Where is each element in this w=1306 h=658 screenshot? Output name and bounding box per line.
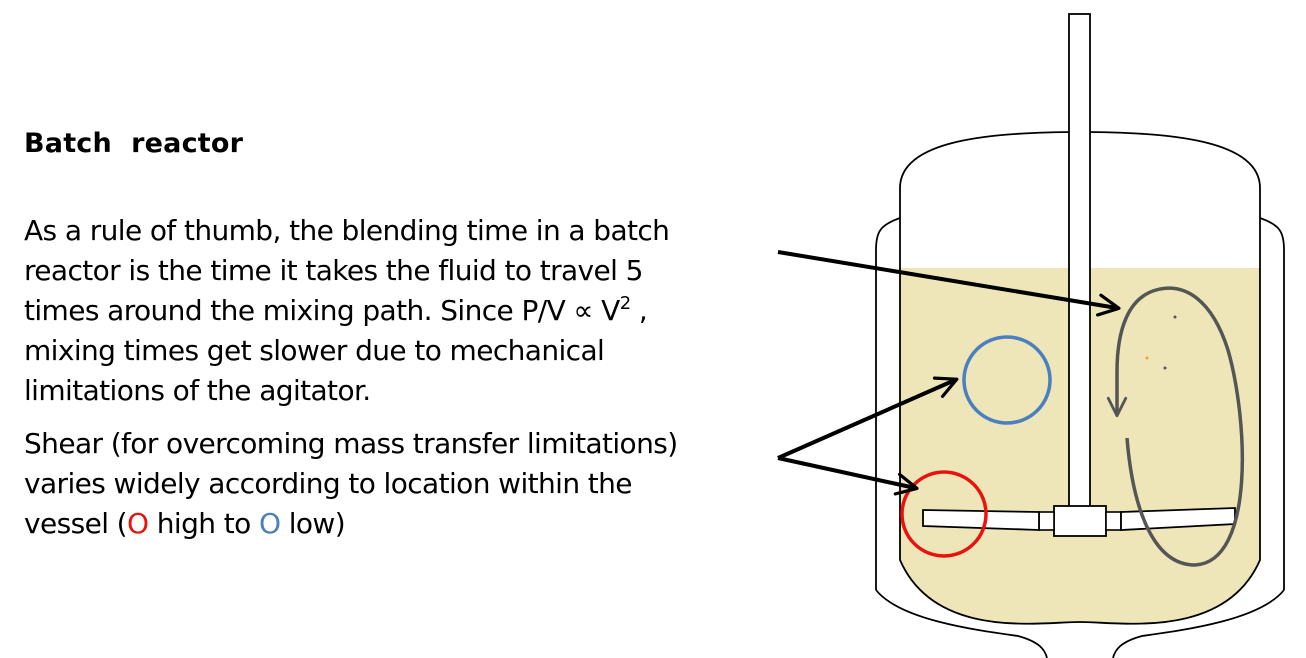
paragraph-line: As a rule of thumb, the blending time in… bbox=[24, 214, 670, 247]
high-shear-callout-arrow bbox=[777, 456, 919, 496]
paragraph-text: vessel ( bbox=[24, 507, 128, 540]
mixing-time-paragraph: As a rule of thumb, the blending time in… bbox=[24, 211, 670, 411]
paragraph-line: mixing times get slower due to mechanica… bbox=[24, 334, 605, 367]
shear-paragraph: Shear (for overcoming mass transfer limi… bbox=[24, 424, 678, 544]
superscript: 2 bbox=[619, 293, 631, 314]
impeller-coupling-right bbox=[1105, 511, 1122, 531]
paragraph-line: Shear (for overcoming mass transfer limi… bbox=[24, 427, 678, 460]
impeller-coupling-left bbox=[1038, 511, 1055, 531]
paragraph-text: low) bbox=[280, 507, 346, 540]
vessel-leg-right bbox=[1112, 635, 1143, 658]
paragraph-line: reactor is the time it takes the fluid t… bbox=[24, 254, 643, 287]
vessel-bottom-jacket bbox=[875, 589, 1285, 637]
tracer-particle bbox=[1163, 366, 1167, 370]
paragraph-line: vessel (O high to O low) bbox=[24, 504, 678, 544]
impeller-hub bbox=[1053, 505, 1107, 537]
low-shear-callout-arrow bbox=[777, 376, 959, 460]
paragraph-line: times around the mixing path. Since P/V … bbox=[24, 291, 669, 331]
paragraph-text: times around the mixing path. Since P/V … bbox=[24, 294, 620, 327]
paragraph-line: varies widely according to location with… bbox=[24, 467, 633, 500]
impeller-blade-left bbox=[922, 509, 1040, 531]
tracer-particle bbox=[1145, 356, 1149, 360]
paragraph-text: high to bbox=[148, 507, 259, 540]
paragraph-line: limitations of the agitator. bbox=[24, 374, 371, 407]
mixing-path-callout-arrow bbox=[777, 250, 1121, 317]
low-shear-marker: O bbox=[258, 507, 281, 540]
vessel-wall bbox=[899, 265, 1261, 625]
vessel-jacket bbox=[875, 217, 1285, 590]
tracer-particle bbox=[1173, 315, 1177, 319]
agitator-shaft bbox=[1068, 13, 1091, 509]
low-shear-circle bbox=[962, 335, 1052, 425]
paragraph-text: , bbox=[630, 294, 648, 327]
high-shear-circle bbox=[900, 470, 988, 558]
section-heading: Batch reactor bbox=[24, 128, 244, 159]
vessel-leg-left bbox=[1017, 635, 1048, 658]
flow-path-arrow bbox=[1106, 286, 1245, 567]
high-shear-marker: O bbox=[127, 507, 149, 540]
